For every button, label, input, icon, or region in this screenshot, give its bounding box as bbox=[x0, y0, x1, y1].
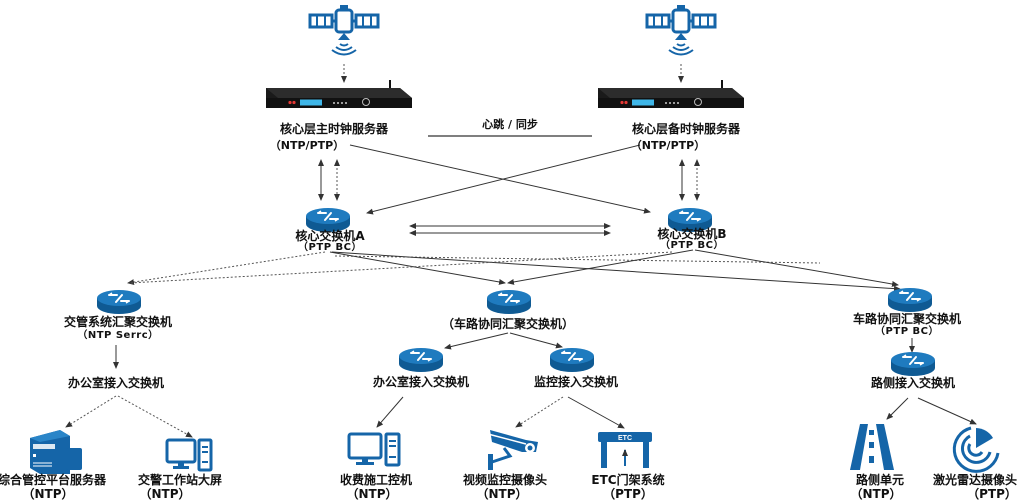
link-core-b-traffic bbox=[129, 251, 673, 284]
endpoint-label: ETC门架系统 bbox=[591, 473, 665, 487]
traffic-aggregation-switch-icon bbox=[96, 289, 142, 315]
monitor-access-switch-icon bbox=[549, 347, 595, 373]
v2x-center-aggregation-switch-label: （车路协同汇聚交换机） bbox=[441, 317, 575, 331]
v2x-right-aggregation-switch-label: 车路协同汇聚交换机 bbox=[852, 312, 962, 326]
office-access-switch-mid-label: 办公室接入交换机 bbox=[372, 375, 470, 389]
endpoint-label: 交警工作站大屏 bbox=[137, 473, 223, 487]
road-icon bbox=[850, 424, 894, 470]
v2x-right-aggregation-switch-icon bbox=[887, 287, 933, 313]
monitor-access-switch-label: 监控接入交换机 bbox=[533, 375, 619, 389]
core-switch-a-label: 核心交换机A bbox=[295, 229, 365, 243]
roadside-access-switch-label: 路侧接入交换机 bbox=[870, 376, 956, 390]
endpoint-label: 路侧单元 bbox=[855, 473, 905, 487]
backup-satellite-icon bbox=[645, 3, 717, 56]
link-roadside-lidar bbox=[917, 397, 977, 425]
endpoint-protocol: （PTP） bbox=[603, 487, 653, 501]
endpoint-protocol: （PTP） bbox=[967, 487, 1017, 501]
endpoint-label: 收费施工控机 bbox=[339, 473, 413, 487]
endpoint-label: 激光雷达摄像头 bbox=[932, 473, 1018, 487]
link-core-b-v2x-right bbox=[694, 249, 899, 287]
endpoint-label: 综合管控平台服务器 bbox=[0, 473, 107, 487]
endpoint-protocol: （NTP） bbox=[476, 487, 528, 501]
master-time-server-protocol: （NTP/PTP） bbox=[269, 139, 345, 152]
traffic-aggregation-switch-label: 交管系统汇聚交换机 bbox=[63, 315, 173, 329]
office-access-switch-left-label: 办公室接入交换机 bbox=[67, 376, 165, 390]
v2x-right-aggregation-switch-protocol: （PTP BC） bbox=[875, 326, 939, 337]
link-core-a-v2x-right bbox=[331, 251, 901, 292]
backup-time-server-icon bbox=[597, 79, 745, 109]
master-satellite-icon bbox=[308, 3, 380, 56]
etc-gantry-icon: ETC bbox=[598, 432, 652, 468]
v2x-center-aggregation-switch-icon bbox=[486, 289, 532, 315]
link-office-toll bbox=[376, 396, 404, 428]
link-monitor-etc bbox=[567, 396, 625, 429]
endpoint-protocol: （NTP） bbox=[139, 487, 191, 501]
etc-badge: ETC bbox=[618, 435, 632, 442]
workstation-icon bbox=[347, 432, 401, 467]
link-v2x-monitor bbox=[509, 332, 563, 349]
core-switch-a-protocol: （PTP BC） bbox=[298, 242, 362, 253]
link-v2x-office bbox=[444, 332, 509, 350]
backup-time-server-label: 核心层备时钟服务器 bbox=[631, 122, 741, 136]
endpoint-protocol: （NTP） bbox=[346, 487, 398, 501]
master-time-server-label: 核心层主时钟服务器 bbox=[279, 122, 389, 136]
endpoint-label: 视频监控摄像头 bbox=[462, 473, 548, 487]
link-office-workstation bbox=[117, 395, 193, 438]
link-monitor-cctv bbox=[515, 396, 564, 428]
endpoint-protocol: （NTP） bbox=[22, 487, 74, 501]
core-switch-b-label: 核心交换机B bbox=[657, 227, 727, 241]
link-office-server bbox=[65, 395, 117, 428]
cctv-camera-icon bbox=[487, 430, 538, 470]
link-roadside-rsu bbox=[886, 397, 909, 420]
workstation-icon bbox=[165, 438, 213, 472]
master-time-server-icon bbox=[265, 79, 413, 109]
office-access-switch-mid-icon bbox=[398, 347, 444, 373]
backup-time-server-protocol: （NTP/PTP） bbox=[630, 139, 706, 152]
lidar-icon bbox=[952, 426, 1000, 473]
heartbeat-sync-label: 心跳 / 同步 bbox=[482, 118, 538, 131]
link-master-core-b bbox=[349, 144, 651, 214]
core-switch-b-protocol: （PTP BC） bbox=[660, 240, 724, 251]
link-core-b-v2x-center bbox=[507, 249, 694, 285]
endpoint-protocol: （NTP） bbox=[850, 487, 902, 501]
roadside-access-switch-icon bbox=[890, 351, 936, 377]
link-core-a-traffic-1 bbox=[127, 251, 326, 286]
link-backup-core-a bbox=[366, 144, 641, 215]
link-core-a-v2x-center bbox=[329, 251, 506, 285]
traffic-aggregation-switch-protocol: （NTP Serrc） bbox=[77, 330, 159, 341]
server-icon bbox=[30, 430, 82, 474]
